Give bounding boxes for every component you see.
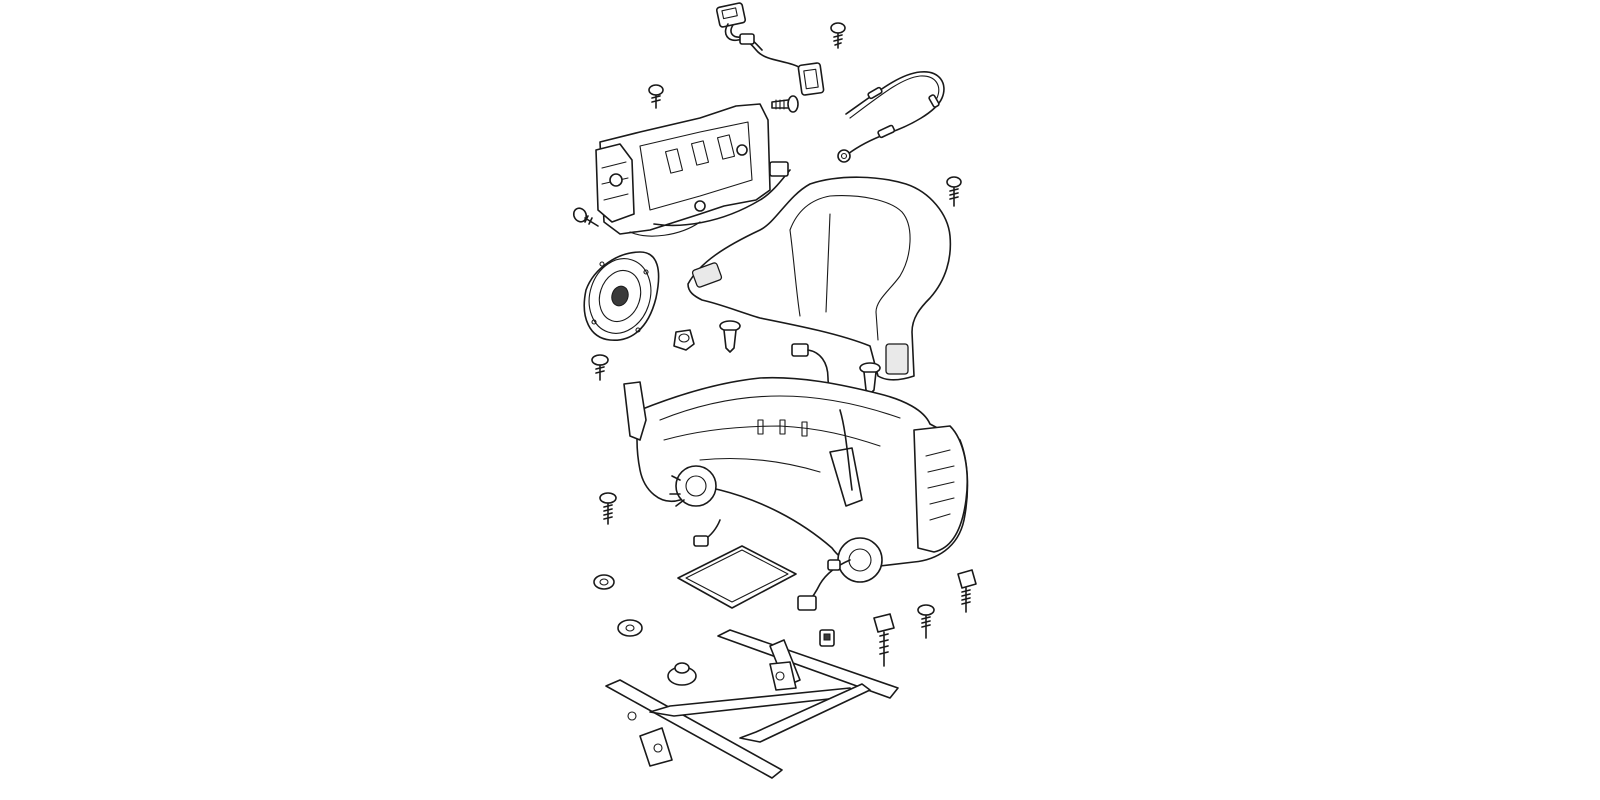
nut-cap (667, 662, 697, 686)
seat-track-frame (605, 629, 899, 779)
bolt-right-1 (957, 569, 977, 613)
wiring-connector-bottom (797, 559, 851, 611)
push-clip-2 (719, 320, 741, 353)
push-clip-1 (673, 329, 695, 351)
recliner-mechanism (595, 103, 791, 237)
screw-top-left (648, 84, 664, 109)
washer-1 (593, 574, 615, 590)
screw-mid-left (591, 354, 609, 381)
washer-2 (617, 619, 643, 637)
seat-cushion-frame (623, 376, 969, 583)
clip-nut (819, 629, 835, 647)
screw-right (946, 176, 962, 207)
speaker (583, 251, 660, 341)
wiring-connector-top (715, 2, 825, 96)
bowden-cable (837, 71, 945, 163)
seat-back-trim-panel (687, 176, 952, 381)
screw-left (572, 207, 599, 227)
pad-sheet (677, 545, 797, 609)
screw-top-right (830, 22, 846, 49)
bolt-right-3 (873, 613, 895, 667)
bolt-horizontal (771, 95, 799, 113)
bolt-left-mid (599, 492, 617, 525)
bolt-right-2 (917, 604, 935, 639)
push-clip-3 (859, 362, 881, 395)
